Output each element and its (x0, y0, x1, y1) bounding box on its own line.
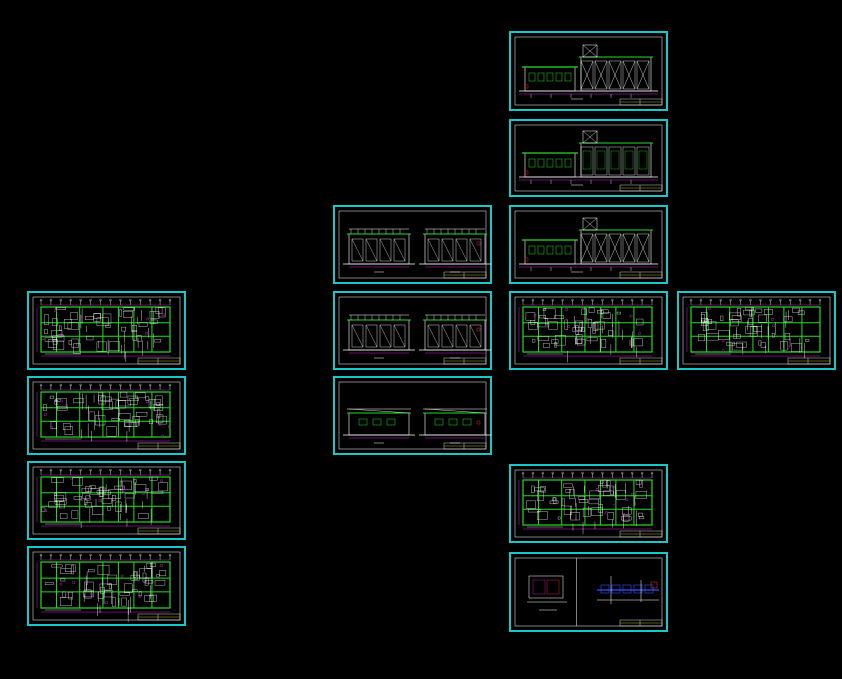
drawing-sheet-plan-left-1[interactable] (27, 291, 186, 370)
drawing-sheet-plan-left-4[interactable] (27, 546, 186, 626)
sheet-linework (514, 36, 663, 106)
drawing-sheet-plan-right-2[interactable] (509, 464, 668, 543)
drawing-sheet-section-c[interactable] (333, 376, 492, 455)
sheet-linework (338, 381, 491, 450)
drawing-sheet-plan-right-1[interactable] (509, 291, 668, 370)
sheet-linework (514, 469, 663, 538)
sheet-linework (514, 557, 663, 627)
sheet-linework (514, 296, 663, 365)
sheet-linework (32, 296, 181, 365)
sheet-linework (32, 381, 181, 450)
drawing-sheet-plan-left-3[interactable] (27, 461, 186, 540)
drawing-sheet-section-b[interactable] (333, 291, 492, 370)
sheet-linework (338, 210, 491, 279)
drawing-sheet-elevation-3[interactable] (509, 205, 668, 284)
drawing-sheet-plan-far-right[interactable] (677, 291, 836, 370)
drawing-sheet-detail-bottom-right[interactable] (509, 552, 668, 632)
sheet-linework (338, 296, 491, 365)
sheet-linework (514, 124, 663, 192)
sheet-linework (682, 296, 831, 365)
drawing-sheet-section-a[interactable] (333, 205, 492, 284)
sheet-linework (32, 551, 181, 622)
sheet-linework (32, 466, 181, 535)
sheet-linework (514, 210, 663, 279)
drawing-sheet-elevation-2[interactable] (509, 119, 668, 197)
drawing-sheet-elevation-top[interactable] (509, 31, 668, 111)
drawing-sheet-plan-left-2[interactable] (27, 376, 186, 455)
